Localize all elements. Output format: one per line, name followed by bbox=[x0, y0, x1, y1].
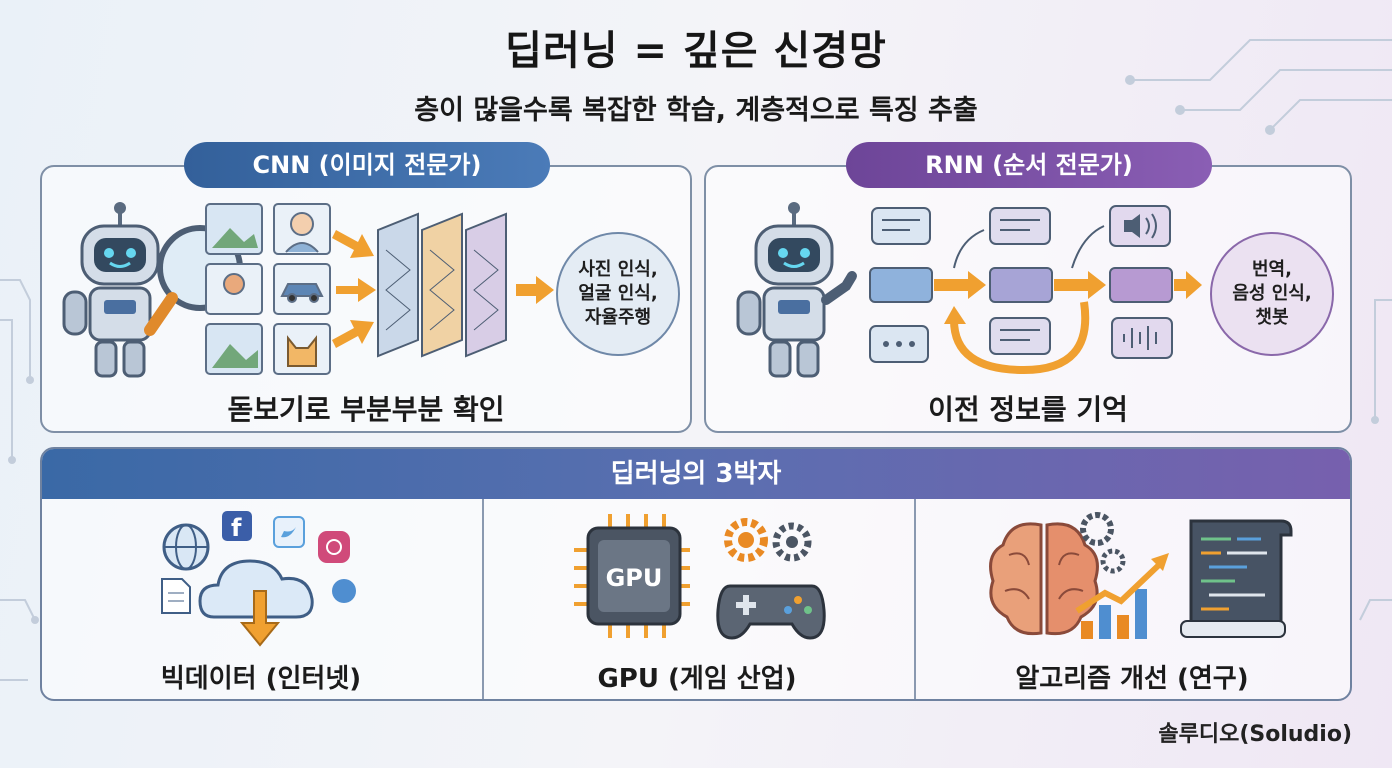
cloud-data-icon: f bbox=[161, 511, 356, 647]
globe-icon bbox=[162, 523, 210, 571]
flow-arrows bbox=[934, 271, 1202, 299]
cnn-illustration bbox=[62, 202, 554, 378]
svg-text:GPU: GPU bbox=[606, 564, 663, 592]
waveform-icon bbox=[1111, 317, 1173, 359]
rnn-cell-3 bbox=[1109, 267, 1173, 303]
facebook-icon: f bbox=[222, 511, 252, 542]
gpu-chip-icon: GPU bbox=[574, 514, 690, 638]
app-icon bbox=[332, 579, 356, 603]
pillar-label-gpu: GPU (게임 산업) bbox=[597, 664, 797, 694]
pillars-header: 딥러닝의 3박자 bbox=[42, 449, 1350, 499]
pillar-label-bigdata: 빅데이터 (인터넷) bbox=[160, 664, 362, 694]
algorithm-icons bbox=[989, 512, 1293, 639]
gpu-icons: GPU bbox=[574, 514, 826, 640]
svg-text:f: f bbox=[231, 514, 242, 542]
rnn-label: RNN (순서 전문가) bbox=[846, 142, 1212, 188]
image-tiles bbox=[205, 203, 331, 375]
page-title: 딥러닝 = 깊은 신경망 bbox=[505, 28, 887, 74]
robot-icon bbox=[736, 202, 857, 378]
growth-chart-icon bbox=[1075, 553, 1169, 639]
cnn-label: CNN (이미지 전문가) bbox=[184, 142, 550, 188]
speaker-icon bbox=[1109, 205, 1171, 247]
rnn-caption: 이전 정보를 기억 bbox=[928, 393, 1128, 426]
column-divider bbox=[482, 499, 484, 699]
credit-text: 솔루디오(Soludio) bbox=[1158, 722, 1352, 747]
cnn-caption: 돋보기로 부분부분 확인 bbox=[227, 393, 505, 426]
pillar-label-algorithm: 알고리즘 개선 (연구) bbox=[1015, 664, 1249, 694]
gear-icon bbox=[724, 518, 812, 562]
column-divider bbox=[914, 499, 916, 699]
rnn-cell-1 bbox=[869, 267, 933, 303]
rnn-cell-2 bbox=[989, 267, 1053, 303]
brain-icon bbox=[989, 522, 1099, 636]
page-subtitle: 층이 많을수록 복잡한 학습, 계층적으로 특징 추출 bbox=[414, 95, 978, 126]
robot-icon bbox=[62, 202, 160, 378]
rnn-results: 번역, 음성 인식, 챗봇 bbox=[1210, 232, 1334, 356]
neural-layers-icon bbox=[377, 212, 507, 358]
instagram-icon bbox=[318, 531, 350, 563]
gear-icon bbox=[1080, 512, 1126, 574]
gamepad-icon bbox=[716, 584, 826, 640]
twitter-icon bbox=[273, 516, 305, 548]
cnn-results: 사진 인식, 얼굴 인식, 자율주행 bbox=[556, 232, 680, 356]
rnn-illustration bbox=[736, 202, 1202, 378]
code-scroll-icon bbox=[1180, 519, 1293, 638]
document-icon bbox=[161, 578, 191, 614]
flow-arrows bbox=[332, 230, 554, 348]
